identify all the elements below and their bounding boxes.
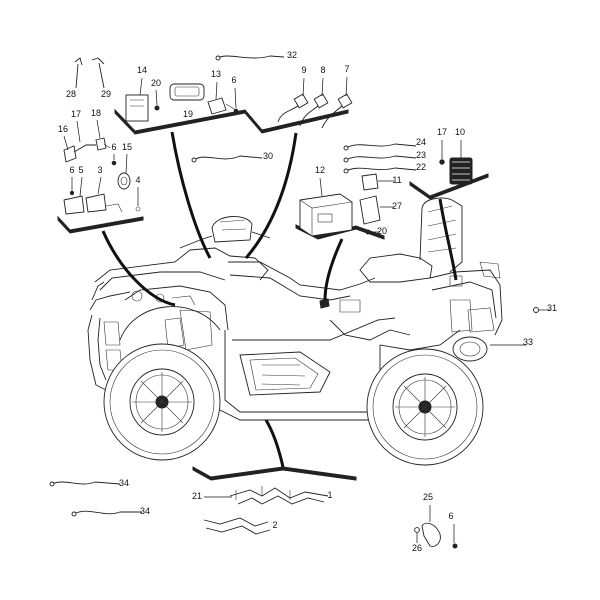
part-label-30: 30 (263, 151, 273, 161)
part-label-34b: 34 (140, 506, 150, 516)
part-label-31: 31 (547, 303, 557, 313)
part-label-7: 7 (344, 64, 349, 74)
part-label-22: 22 (416, 162, 426, 172)
part-label-18: 18 (91, 108, 101, 118)
relay-box-14 (125, 77, 160, 122)
switch-13 (207, 81, 239, 115)
part-label-20a: 20 (151, 78, 161, 88)
part-label-6c: 6 (69, 165, 74, 175)
part-label-9: 9 (301, 65, 306, 75)
parts-16-17-18 (63, 119, 111, 163)
part-label-19: 19 (183, 109, 193, 119)
wire-32 (215, 55, 285, 61)
part-label-28: 28 (66, 89, 76, 99)
wires-34 (49, 481, 142, 517)
part-label-24: 24 (416, 137, 426, 147)
part-label-5: 5 (78, 165, 83, 175)
part-label-23: 23 (416, 150, 426, 160)
part-label-16: 16 (58, 124, 68, 134)
wire-30 (191, 155, 263, 163)
part-label-6d: 6 (448, 511, 453, 521)
part-label-17b: 17 (437, 127, 447, 137)
part-label-12: 12 (315, 165, 325, 175)
part-label-25: 25 (423, 492, 433, 502)
part-label-8: 8 (320, 65, 325, 75)
part-label-17a: 17 (71, 109, 81, 119)
strap-27 (359, 195, 394, 225)
harness-1-2-21 (203, 486, 329, 535)
fuse-block-3-5 (63, 176, 141, 215)
part-label-15: 15 (122, 142, 132, 152)
part-label-21: 21 (192, 491, 202, 501)
part-label-10: 10 (455, 127, 465, 137)
battery-12 (299, 177, 353, 237)
part-label-13: 13 (211, 69, 221, 79)
sensors-7-8-9 (277, 76, 353, 129)
parts-31-33 (490, 307, 550, 346)
part-label-11: 11 (392, 175, 401, 185)
part-label-4: 4 (135, 175, 140, 185)
leader-curves (101, 131, 458, 468)
part-label-6b: 6 (111, 142, 116, 152)
part-label-26: 26 (412, 543, 422, 553)
bolt-20 (365, 229, 380, 235)
part-label-32: 32 (287, 50, 297, 60)
display-unit-19 (169, 83, 205, 101)
wires-22-23-24 (343, 143, 417, 174)
rear-wheel (366, 348, 484, 466)
front-wheel (103, 343, 221, 461)
part-label-14: 14 (137, 65, 147, 75)
part-label-33: 33 (523, 337, 533, 347)
part-label-27: 27 (392, 201, 402, 211)
horn-25 (414, 505, 458, 549)
part-label-29: 29 (101, 89, 111, 99)
horn-15 (111, 153, 131, 190)
bracket-28-29 (74, 57, 105, 89)
part-label-2: 2 (272, 520, 277, 530)
atv-vehicle (87, 197, 503, 466)
part-label-3: 3 (97, 165, 102, 175)
part-label-1: 1 (327, 490, 332, 500)
part-label-6a: 6 (231, 75, 236, 85)
part-label-20b: 20 (377, 226, 387, 236)
relay-11 (361, 173, 394, 191)
regulator-10 (439, 140, 473, 185)
part-label-34a: 34 (119, 478, 129, 488)
